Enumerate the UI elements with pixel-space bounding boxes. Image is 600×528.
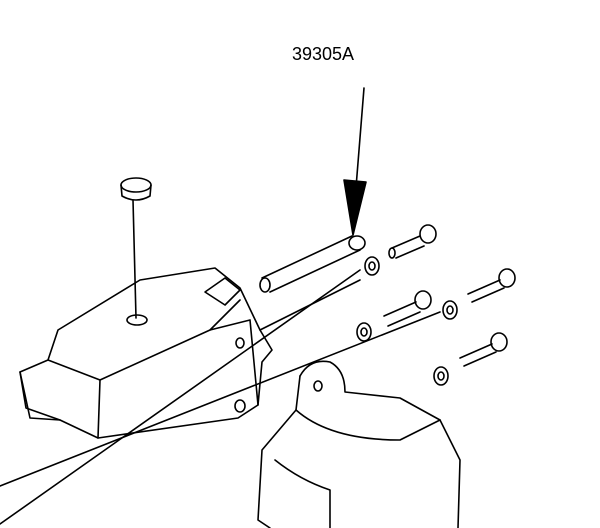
- part-number-callout: 39305A: [292, 44, 355, 64]
- bolt-2: [467, 268, 516, 303]
- mounting-bracket: [19, 267, 273, 439]
- bolt-4: [459, 332, 508, 367]
- plug-cap: [120, 177, 152, 319]
- long-rod-pin: [259, 235, 366, 293]
- lower-housing: [257, 360, 461, 528]
- bolt-1: [388, 224, 437, 259]
- washers: [356, 256, 458, 386]
- bolt-3: [383, 290, 432, 327]
- assembly-axis-lines: [0, 269, 441, 525]
- callout-arrow: [343, 87, 367, 236]
